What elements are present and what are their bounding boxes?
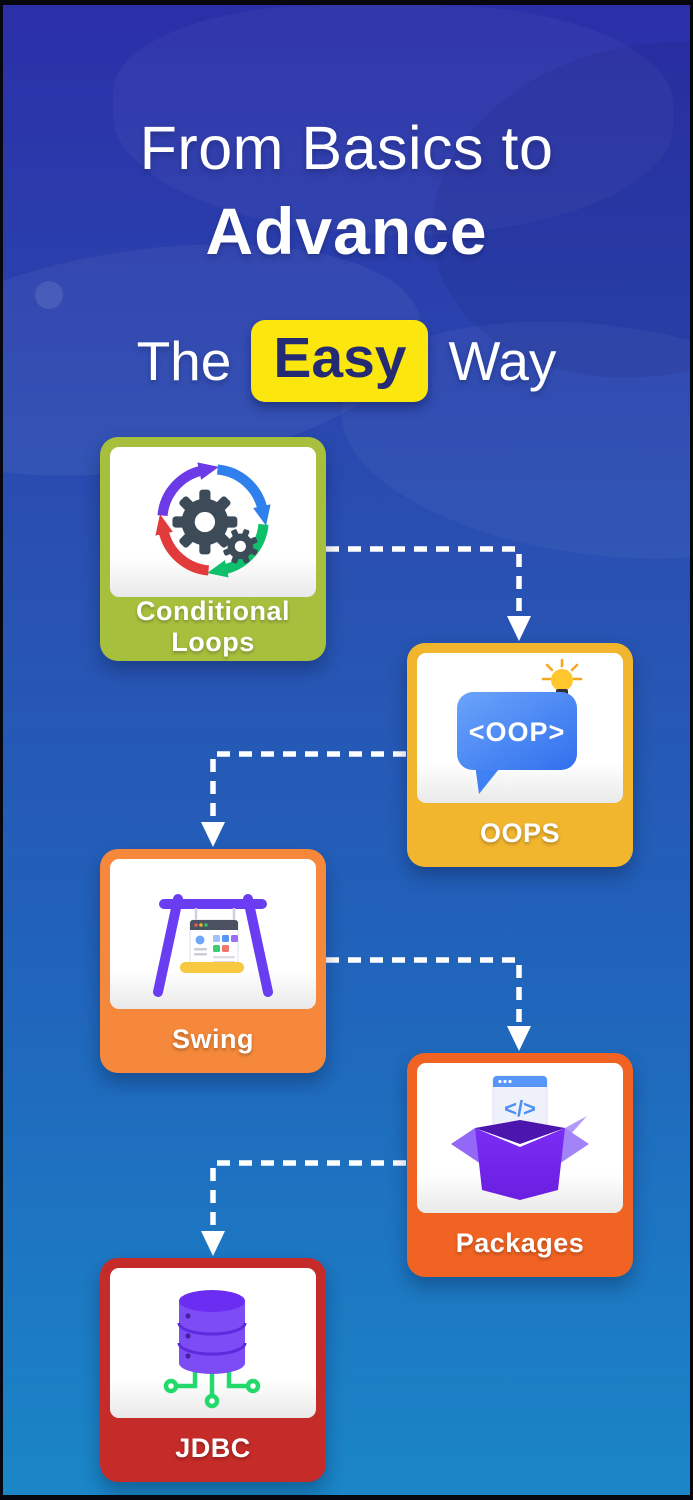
arrowhead-icon <box>507 1026 531 1051</box>
connector-arrow <box>210 751 406 825</box>
subtitle-pre: The <box>136 330 232 392</box>
connector-arrow <box>326 957 522 1029</box>
card-label: OOPS <box>479 817 561 848</box>
connector-arrow <box>210 1160 406 1234</box>
card-conditional-loops: Conditional Loops <box>100 437 326 661</box>
card-oops: <OOP> OOPS <box>407 643 633 867</box>
card-label: Packages <box>455 1227 585 1258</box>
subtitle: The Easy Way <box>3 320 690 402</box>
card-icon-panel: </> <box>417 1063 623 1213</box>
card-label: Conditional Loops <box>136 596 290 657</box>
svg-text:</>: </> <box>504 1096 536 1121</box>
card-label: JDBC <box>175 1432 251 1463</box>
arrowhead-icon <box>201 1231 225 1256</box>
database-connections-icon <box>163 1290 261 1409</box>
subtitle-post: Way <box>448 330 557 392</box>
bg-blob <box>35 281 63 309</box>
card-icon-panel <box>110 447 316 597</box>
card-icon-panel: <OOP> <box>417 653 623 803</box>
card-jdbc: JDBC <box>100 1258 326 1482</box>
connector-arrow <box>326 546 522 619</box>
card-icon-panel <box>110 859 316 1009</box>
page-title-line1: From Basics to <box>139 114 554 182</box>
svg-text:<OOP>: <OOP> <box>469 717 566 747</box>
card-label: Swing <box>172 1023 254 1054</box>
card-swing: Swing <box>100 849 326 1073</box>
page-title-line2: Advance <box>205 194 488 268</box>
card-icon-panel <box>110 1268 316 1418</box>
loop-arrows-gears-icon <box>155 462 271 578</box>
oop-speech-bubble-icon: <OOP> <box>457 658 583 794</box>
arrowhead-icon <box>507 616 531 641</box>
arrowhead-icon <box>201 822 225 847</box>
open-box-code-icon: </> <box>451 1075 589 1200</box>
swing-set-window-icon <box>153 894 273 997</box>
subtitle-highlight-pill: Easy <box>251 320 429 402</box>
card-packages: </> Packages <box>407 1053 633 1277</box>
